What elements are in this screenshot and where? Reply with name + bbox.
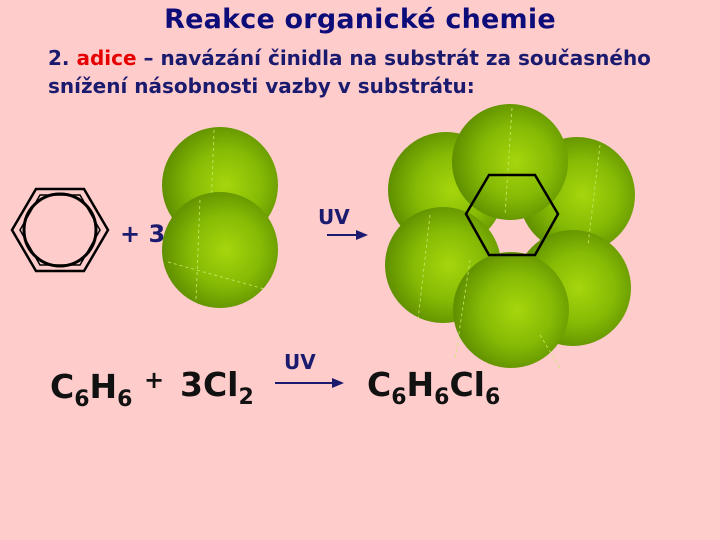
subtitle-number: 2. [48,46,70,70]
plus-sign: + [143,366,165,394]
reactant-chlorine-formula: 3Cl2 [180,365,254,410]
subtitle-highlight: adice [76,46,137,70]
subtitle: 2. adice – navázání činidla na substrát … [48,44,688,100]
product-formula: C6H6Cl6 [367,365,501,410]
subtitle-text: – navázání činidla na substrát za součas… [48,46,651,98]
page-title: Reakce organické chemie [164,4,556,35]
benzene-ring-icon [10,187,110,273]
reaction-arrow-top [327,230,368,240]
hexachlorocyclohexane-spacefill-icon [385,104,635,369]
reaction-arrow-bottom [275,378,344,388]
condition-label-bottom: UV [284,350,316,374]
chlorine-coefficient: + 3 [120,220,166,248]
reactant-benzene-formula: C6H6 + [50,366,165,412]
condition-label-top: UV [318,205,350,229]
cl2-spacefill-icon [162,127,278,308]
